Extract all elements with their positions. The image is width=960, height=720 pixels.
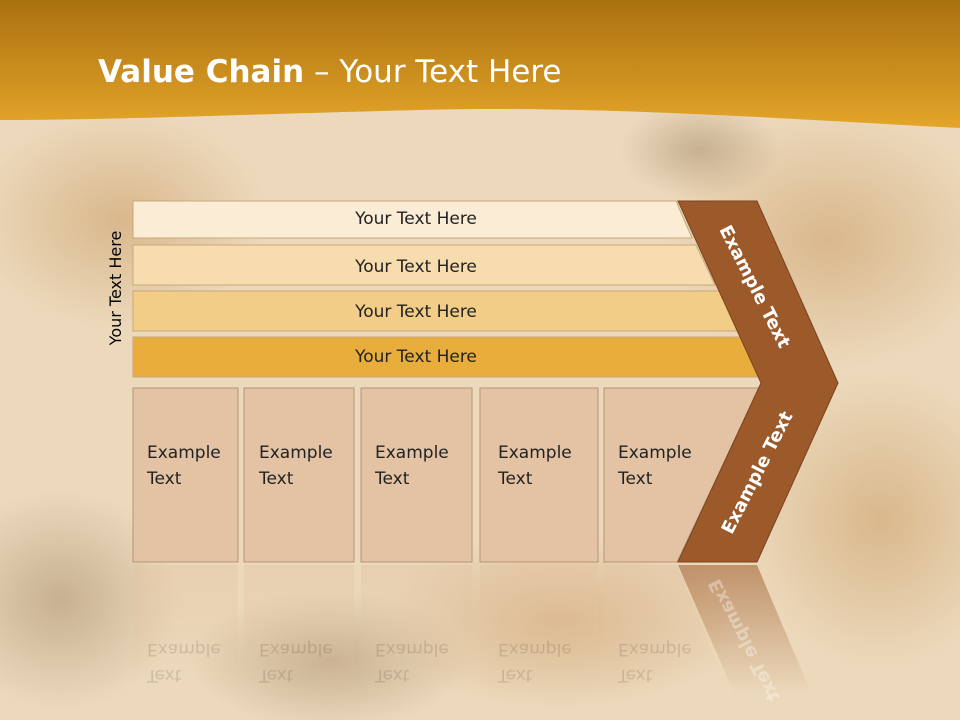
box-1-reflection: [133, 565, 238, 695]
box-4-line1: Example: [498, 443, 572, 463]
box-2-line2: Text: [259, 469, 294, 489]
box-3-reflection: [361, 565, 472, 695]
box-3-refl-line2: Text: [375, 665, 410, 685]
box-3-line1: Example: [375, 443, 449, 463]
box-2-text-reflection: Text Example: [259, 636, 333, 688]
box-1: [132, 387, 239, 563]
box-5: [603, 387, 760, 563]
chevron-reflection: [678, 565, 812, 695]
box-5-refl-line1: Example: [618, 639, 692, 659]
box-4-line2: Text: [498, 469, 533, 489]
box-5-line1: Example: [618, 443, 692, 463]
box-1-line1: Example: [147, 443, 221, 463]
row-2-bar: [132, 244, 716, 286]
box-2-line1: Example: [259, 443, 333, 463]
box-1-line2: Text: [147, 469, 182, 489]
page-title: Value Chain – Your Text Here: [98, 54, 561, 90]
box-3-line2: Text: [375, 469, 410, 489]
box-2-reflection: [244, 565, 354, 695]
box-1-refl-line2: Text: [147, 665, 182, 685]
row-3-label: Your Text Here: [355, 302, 477, 322]
box-1-refl-line1: Example: [147, 639, 221, 659]
box-2-refl-line1: Example: [259, 639, 333, 659]
box-5-line2: Text: [618, 469, 653, 489]
row-4-label: Your Text Here: [355, 347, 477, 367]
box-3-refl-line1: Example: [375, 639, 449, 659]
box-4-reflection: [480, 565, 598, 695]
box-3-text-reflection: Text Example: [375, 636, 449, 688]
box-4: [479, 387, 599, 563]
box-5-text-reflection: Text Example: [618, 636, 692, 688]
box-4-text-reflection: Text Example: [498, 636, 572, 688]
box-2: [243, 387, 355, 563]
box-2-refl-line2: Text: [259, 665, 294, 685]
row-2-label: Your Text Here: [355, 257, 477, 277]
box-4-refl-line1: Example: [498, 639, 572, 659]
title-rest: – Your Text Here: [304, 54, 562, 90]
chevron-arrow: [677, 200, 839, 563]
box-5-refl-line2: Text: [618, 665, 653, 685]
box-3: [360, 387, 473, 563]
box-4-refl-line2: Text: [498, 665, 533, 685]
title-bold: Value Chain: [98, 54, 305, 90]
box-5-reflection: [604, 565, 730, 695]
row-1-label: Your Text Here: [355, 209, 477, 229]
row-1-bar: [132, 200, 693, 239]
box-1-text-reflection: Text Example: [147, 636, 221, 688]
